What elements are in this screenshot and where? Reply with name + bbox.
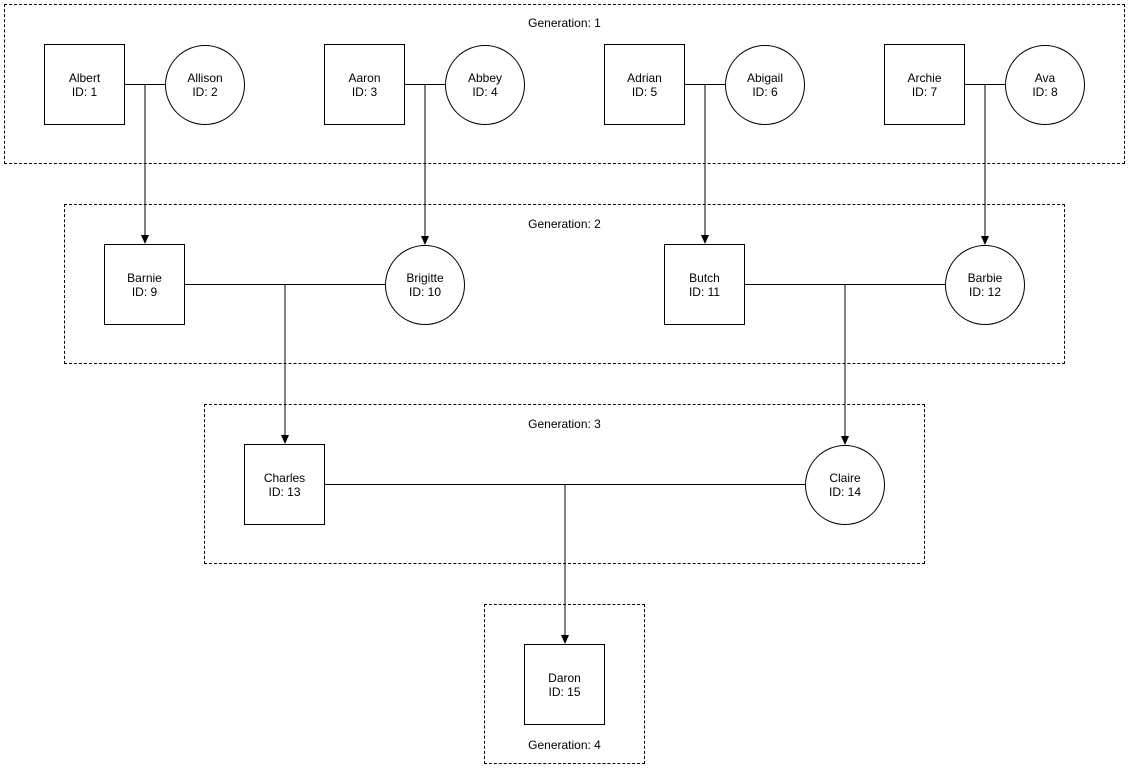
person-id: ID: 11 bbox=[688, 284, 721, 299]
person-node-abbey[interactable]: Abbey ID: 4 bbox=[445, 45, 525, 125]
generation-2-group bbox=[64, 204, 1065, 364]
person-node-brigitte[interactable]: Brigitte ID: 10 bbox=[385, 245, 465, 325]
person-id: ID: 2 bbox=[192, 85, 218, 99]
person-name: Allison bbox=[187, 71, 223, 85]
person-id: ID: 9 bbox=[131, 284, 158, 299]
person-node-aaron[interactable]: Aaron ID: 3 bbox=[324, 44, 405, 125]
person-name: Barbie bbox=[967, 271, 1003, 285]
person-name: Barnie bbox=[127, 270, 162, 285]
person-id: ID: 15 bbox=[548, 684, 581, 699]
person-name: Abbey bbox=[467, 71, 503, 85]
person-id: ID: 7 bbox=[911, 84, 938, 99]
person-name: Archie bbox=[907, 70, 942, 85]
person-node-adrian[interactable]: Adrian ID: 5 bbox=[604, 44, 685, 125]
person-id: ID: 12 bbox=[968, 285, 1001, 299]
generation-3-group bbox=[204, 404, 925, 564]
person-node-charles[interactable]: Charles ID: 13 bbox=[244, 444, 325, 525]
person-node-butch[interactable]: Butch ID: 11 bbox=[664, 244, 745, 325]
person-id: ID: 4 bbox=[472, 85, 498, 99]
person-node-allison[interactable]: Allison ID: 2 bbox=[165, 45, 245, 125]
person-id: ID: 6 bbox=[752, 85, 778, 99]
person-node-claire[interactable]: Claire ID: 14 bbox=[805, 445, 885, 525]
person-name: Aaron bbox=[348, 70, 381, 85]
person-name: Butch bbox=[689, 270, 720, 285]
person-id: ID: 14 bbox=[828, 485, 861, 499]
person-node-barnie[interactable]: Barnie ID: 9 bbox=[104, 244, 185, 325]
person-name: Albert bbox=[68, 70, 101, 85]
generation-4-label: Generation: 4 bbox=[528, 738, 601, 752]
person-node-ava[interactable]: Ava ID: 8 bbox=[1005, 45, 1085, 125]
person-name: Abigail bbox=[746, 71, 784, 85]
person-node-abigail[interactable]: Abigail ID: 6 bbox=[725, 45, 805, 125]
person-name: Claire bbox=[829, 471, 861, 485]
person-id: ID: 1 bbox=[71, 84, 98, 99]
person-node-archie[interactable]: Archie ID: 7 bbox=[884, 44, 965, 125]
person-name: Brigitte bbox=[406, 271, 444, 285]
generation-3-label: Generation: 3 bbox=[528, 417, 601, 431]
person-name: Daron bbox=[548, 670, 581, 685]
generation-4-group bbox=[484, 604, 645, 764]
person-node-daron[interactable]: Daron ID: 15 bbox=[524, 644, 605, 725]
person-node-albert[interactable]: Albert ID: 1 bbox=[44, 44, 125, 125]
person-id: ID: 3 bbox=[351, 84, 378, 99]
generation-1-label: Generation: 1 bbox=[528, 16, 601, 30]
person-id: ID: 13 bbox=[268, 484, 301, 499]
person-id: ID: 10 bbox=[408, 285, 441, 299]
person-node-barbie[interactable]: Barbie ID: 12 bbox=[945, 245, 1025, 325]
person-name: Adrian bbox=[627, 70, 662, 85]
person-name: Ava bbox=[1034, 71, 1056, 85]
generation-2-label: Generation: 2 bbox=[528, 217, 601, 231]
person-name: Charles bbox=[263, 470, 306, 485]
person-id: ID: 5 bbox=[631, 84, 658, 99]
person-id: ID: 8 bbox=[1032, 85, 1058, 99]
generation-1-group bbox=[4, 4, 1125, 164]
